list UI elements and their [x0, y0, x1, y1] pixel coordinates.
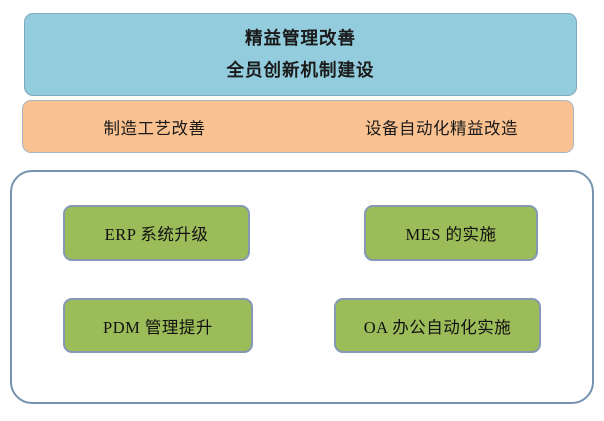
item-box-pdm: PDM 管理提升 [63, 298, 253, 353]
title-banner: 精益管理改善 全员创新机制建设 [24, 13, 577, 96]
item-box-oa: OA 办公自动化实施 [334, 298, 541, 353]
item-box-erp: ERP 系统升级 [63, 205, 250, 261]
title-banner-line-2: 全员创新机制建设 [226, 59, 375, 80]
sub-banner-label-right: 设备自动化精益改造 [365, 118, 518, 138]
sub-banner-label-left: 制造工艺改善 [103, 118, 206, 138]
item-box-mes: MES 的实施 [364, 205, 538, 261]
sub-banner: 制造工艺改善 设备自动化精益改造 [22, 100, 574, 153]
title-banner-line-1: 精益管理改善 [245, 28, 356, 49]
